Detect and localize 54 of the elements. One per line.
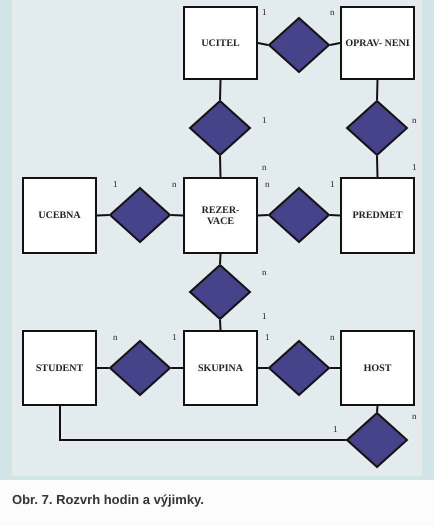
cardinality-label: 1 — [262, 312, 266, 321]
entity-box: UCITEL — [183, 6, 258, 80]
entity-box: STUDENT — [22, 330, 97, 406]
connector-line — [330, 214, 340, 216]
cardinality-label: 1 — [262, 8, 266, 17]
connector-line — [219, 254, 222, 264]
diamond-symbol — [189, 264, 251, 320]
cardinality-label: n — [330, 8, 334, 17]
connector-line — [170, 214, 184, 216]
cardinality-label: 1 — [333, 425, 338, 434]
connector-line — [219, 156, 222, 178]
connector-line — [376, 80, 378, 100]
connector-line — [219, 320, 222, 330]
cardinality-label: n — [265, 180, 270, 189]
diamond-symbol — [109, 340, 171, 396]
diamond-symbol — [109, 187, 171, 243]
diamond-symbol — [189, 100, 251, 156]
entity-box: SKUPINA — [183, 330, 258, 406]
diamond-symbol — [268, 187, 330, 243]
connector-line — [258, 367, 268, 369]
entity-box: REZER- VACE — [183, 177, 258, 254]
diamond-symbol — [346, 100, 408, 156]
cardinality-label: 1 — [262, 116, 266, 125]
connector-line — [376, 406, 378, 412]
diamond-symbol — [268, 17, 330, 73]
cardinality-label: 1 — [412, 163, 416, 172]
cardinality-label: n — [412, 116, 416, 125]
entity-box: PREDMET — [340, 177, 415, 254]
connector-line — [171, 367, 183, 369]
cardinality-label: 1 — [265, 333, 270, 342]
connector-line — [59, 406, 346, 441]
entity-box: HOST — [340, 330, 415, 406]
connector-line — [258, 214, 268, 216]
entity-box: OPRAV- NENI — [340, 6, 415, 80]
entity-box: UCEBNA — [22, 177, 97, 254]
cardinality-label: n — [412, 412, 416, 421]
connector-line — [330, 367, 340, 369]
connector-line — [96, 214, 110, 216]
cardinality-label: 1 — [330, 180, 334, 189]
diamond-symbol — [346, 412, 408, 468]
cardinality-label: n — [113, 333, 118, 342]
cardinality-label: n — [172, 180, 176, 189]
connector-line — [330, 42, 340, 46]
cardinality-label: 1 — [172, 333, 176, 342]
cardinality-label: n — [330, 333, 334, 342]
cardinality-label: n — [262, 163, 266, 172]
connector-line — [97, 367, 109, 369]
cardinality-label: 1 — [113, 180, 118, 189]
connector-line — [258, 42, 268, 46]
cardinality-label: n — [262, 268, 266, 277]
figure-caption: Obr. 7. Rozvrh hodin a výjimky. — [12, 492, 204, 507]
connector-line — [376, 156, 378, 178]
diamond-symbol — [268, 340, 330, 396]
connector-line — [219, 80, 222, 100]
